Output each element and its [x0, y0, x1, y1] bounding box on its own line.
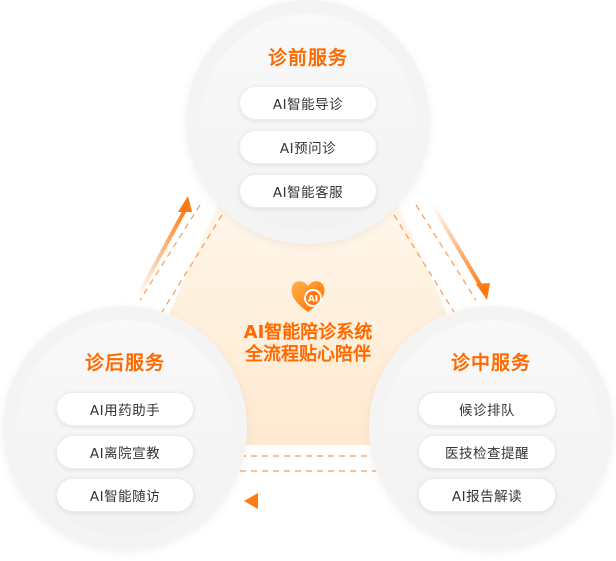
left-circle-title: 诊后服务: [84, 352, 165, 374]
right-item-1: 候诊排队: [418, 392, 556, 426]
cycle-arrow-bottom: [244, 493, 368, 509]
logo-text: AI: [308, 295, 318, 305]
right-circle-title: 诊中服务: [450, 352, 531, 374]
heart-ai-logo-icon: AI: [291, 281, 325, 312]
top-circle-title: 诊前服务: [267, 47, 348, 69]
left-item-2: AI离院宣教: [56, 435, 194, 469]
left-item-1: AI用药助手: [56, 392, 194, 426]
left-item-3: AI智能随访: [56, 478, 194, 512]
right-item-3: AI报告解读: [418, 478, 556, 512]
top-item-2: AI预问诊: [239, 130, 377, 164]
center-line-1: AI智能陪诊系统: [243, 322, 373, 343]
center-title: AI智能陪诊系统 全流程贴心陪伴: [198, 322, 418, 366]
top-item-1: AI智能导诊: [239, 86, 377, 120]
right-item-2: 医技检查提醒: [418, 435, 556, 469]
cycle-arrow-left: [136, 196, 192, 298]
top-item-3: AI智能客服: [239, 174, 377, 208]
center-line-2: 全流程贴心陪伴: [245, 344, 371, 365]
dashed-connectors: [139, 204, 477, 472]
cycle-arrow-right: [430, 202, 490, 300]
